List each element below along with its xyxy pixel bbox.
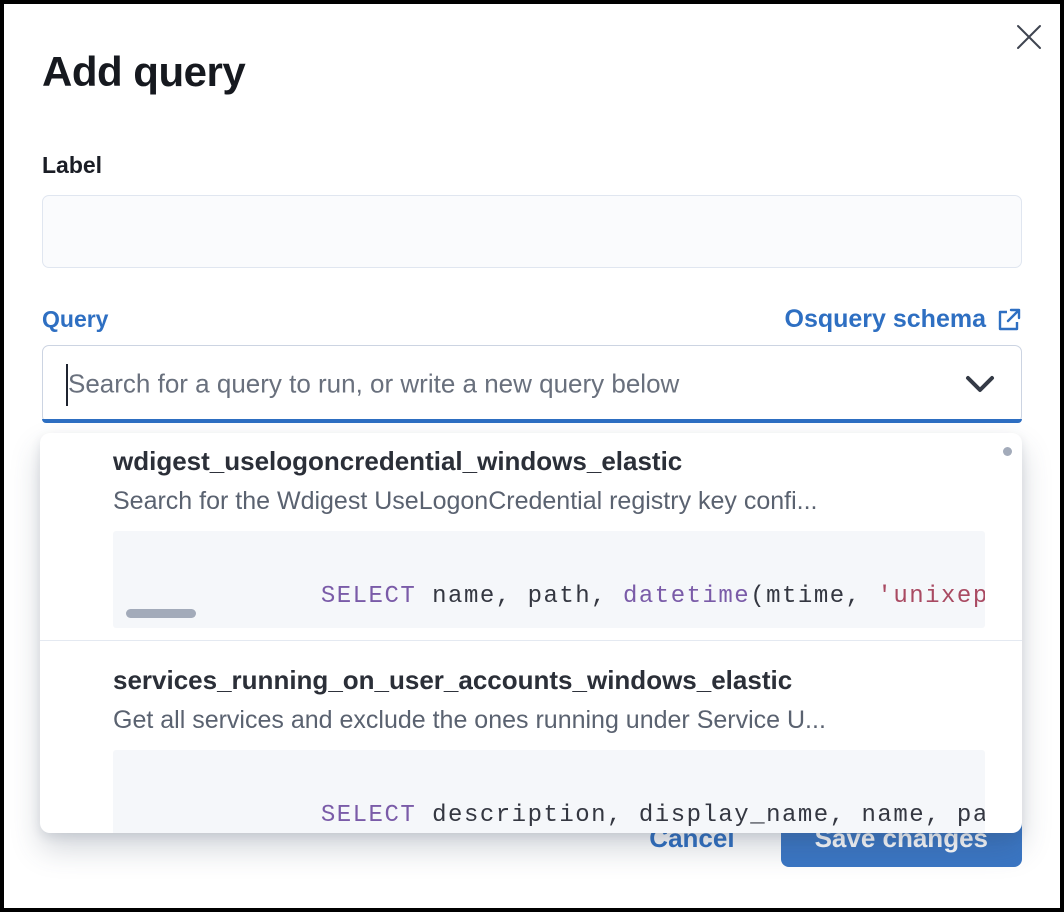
osquery-schema-link-label: Osquery schema <box>784 305 987 333</box>
query-suggestions-dropdown: wdigest_uselogoncredential_windows_elast… <box>40 433 1022 833</box>
list-separator <box>40 640 1022 641</box>
sql-token: (mtime, <box>750 583 878 610</box>
query-combobox-placeholder: Search for a query to run, or write a ne… <box>68 368 680 399</box>
sql-code: SELECT description, display_name, name, … <box>130 775 985 833</box>
chevron-down-icon[interactable] <box>965 374 995 394</box>
scrollbar-thumb-horizontal[interactable] <box>126 609 196 618</box>
query-suggestions-list: wdigest_uselogoncredential_windows_elast… <box>40 433 1022 833</box>
label-field-label: Label <box>42 152 103 178</box>
text-caret <box>66 364 68 406</box>
query-option-wdigest[interactable]: wdigest_uselogoncredential_windows_elast… <box>113 446 985 628</box>
sql-token: name, path, <box>416 583 623 610</box>
close-icon <box>1017 25 1041 49</box>
sql-token: SELECT <box>320 802 417 829</box>
sql-token: 'unixepoch' <box>877 583 985 610</box>
label-input[interactable] <box>42 195 1022 268</box>
sql-preview-block: SELECT name, path, datetime(mtime, 'unix… <box>113 531 985 628</box>
query-option-title: wdigest_uselogoncredential_windows_elast… <box>113 446 683 476</box>
query-option-title: services_running_on_user_accounts_window… <box>113 665 793 695</box>
sql-token: description, display_name, name, path, p… <box>432 802 985 829</box>
sql-token: datetime <box>622 583 751 610</box>
query-combobox[interactable]: Search for a query to run, or write a ne… <box>42 345 1022 423</box>
scrollbar-thumb-vertical[interactable] <box>1003 447 1012 456</box>
query-option-services[interactable]: services_running_on_user_accounts_window… <box>113 665 985 833</box>
sql-code: SELECT name, path, datetime(mtime, 'unix… <box>130 556 985 628</box>
query-option-description: Get all services and exclude the ones ru… <box>113 706 826 734</box>
query-field-label: Query <box>42 306 109 332</box>
close-button[interactable] <box>1010 18 1048 56</box>
query-option-description: Search for the Wdigest UseLogonCredentia… <box>113 487 818 515</box>
modal-title: Add query <box>42 48 246 95</box>
sql-preview-block: SELECT description, display_name, name, … <box>113 750 985 833</box>
osquery-schema-link[interactable]: Osquery schema <box>785 305 1023 334</box>
external-link-icon <box>998 308 1021 330</box>
sql-token: SELECT <box>320 583 417 610</box>
